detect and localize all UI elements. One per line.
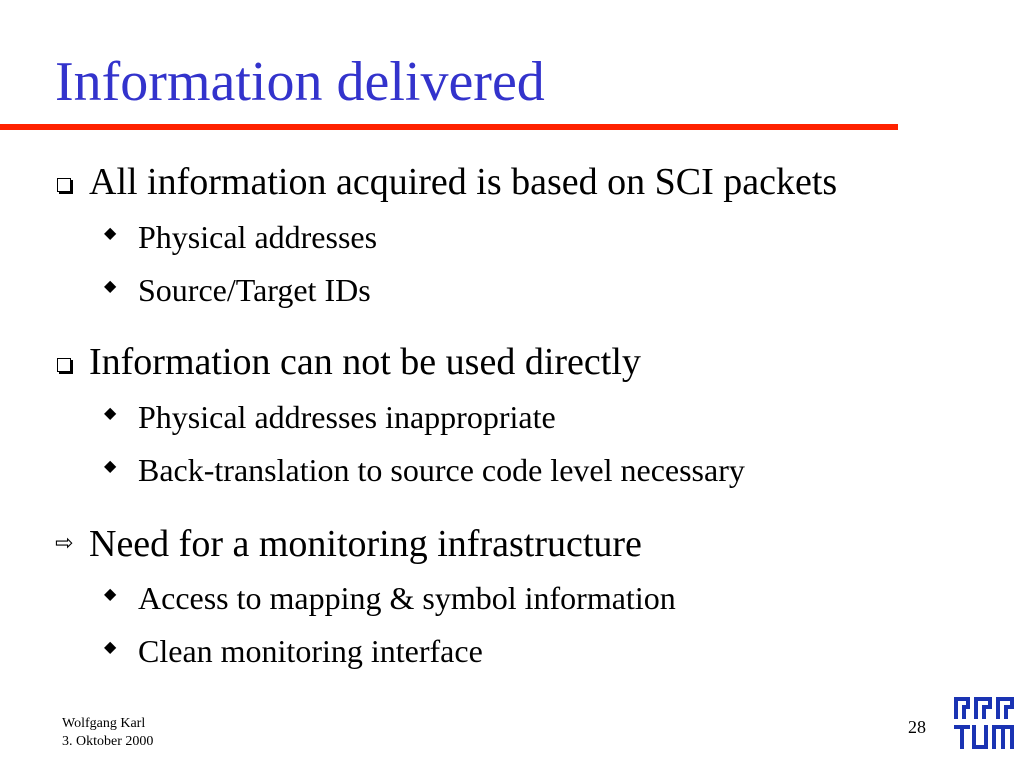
bullet-item-2: Information can not be used directly (55, 340, 641, 384)
sub-bullet-item: ◆ Access to mapping & symbol information (104, 579, 676, 617)
sub-bullet-text: Back-translation to source code level ne… (138, 452, 745, 488)
diamond-bullet-icon: ◆ (104, 456, 117, 475)
slide-title: Information delivered (55, 51, 545, 113)
diamond-bullet-icon: ◆ (104, 223, 117, 242)
footer-date: 3. Oktober 2000 (62, 734, 154, 749)
checkbox-square-icon (55, 160, 89, 204)
bullet-text: Need for a monitoring infrastructure (89, 523, 642, 565)
sub-bullet-item: ◆ Physical addresses (104, 218, 377, 256)
sub-bullet-text: Source/Target IDs (138, 272, 371, 308)
bullet-text: All information acquired is based on SCI… (89, 161, 838, 203)
outline-arrow-right-icon: ⇨ (55, 531, 74, 556)
title-underline-rule (0, 124, 898, 130)
checkbox-square-icon (55, 340, 89, 384)
footer-author: Wolfgang Karl (62, 716, 146, 731)
sub-bullet-item: ◆ Clean monitoring interface (104, 632, 483, 670)
sub-bullet-item: ◆ Back-translation to source code level … (104, 451, 745, 489)
sub-bullet-text: Access to mapping & symbol information (138, 580, 676, 616)
diamond-bullet-icon: ◆ (104, 403, 117, 422)
bullet-item-3: ⇨ Need for a monitoring infrastructure (55, 522, 642, 566)
bullet-text: Information can not be used directly (89, 341, 641, 383)
sub-bullet-item: ◆ Source/Target IDs (104, 271, 371, 309)
diamond-bullet-icon: ◆ (104, 584, 117, 603)
diamond-bullet-icon: ◆ (104, 637, 117, 656)
sub-bullet-text: Clean monitoring interface (138, 633, 483, 669)
sub-bullet-text: Physical addresses inappropriate (138, 399, 556, 435)
sub-bullet-item: ◆ Physical addresses inappropriate (104, 398, 556, 436)
bullet-item-1: All information acquired is based on SCI… (55, 160, 837, 204)
sub-bullet-text: Physical addresses (138, 219, 378, 255)
tum-logo-icon (954, 697, 1014, 749)
page-number: 28 (908, 717, 926, 737)
diamond-bullet-icon: ◆ (104, 276, 117, 295)
